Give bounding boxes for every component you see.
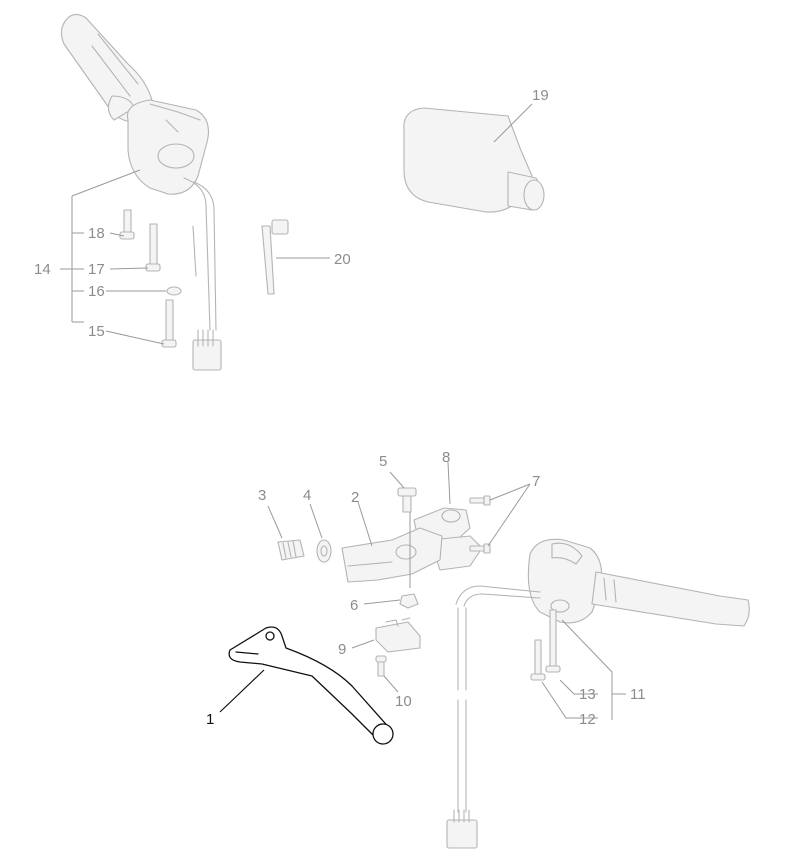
screws-7: [469, 495, 491, 554]
callout-9: 9: [338, 641, 346, 658]
washer-16: [166, 286, 182, 296]
brake-lever-1: [219, 626, 394, 745]
callout-18: 18: [88, 225, 105, 242]
callout-11: 11: [630, 686, 646, 703]
callout-20: 20: [334, 251, 351, 268]
callout-2: 2: [351, 489, 359, 506]
pin-5: [397, 487, 417, 513]
screw-15: [161, 299, 177, 348]
screw-17: [145, 223, 161, 272]
callout-3: 3: [258, 487, 266, 504]
callout-15: 15: [88, 323, 105, 340]
callout-labels: 1 2 3 4 5 6 7 8 9 10 11 12 13 14 15 16 1…: [34, 87, 646, 728]
lever-holder-2: [341, 527, 443, 583]
group-11-bracket: [541, 619, 626, 720]
callout-5: 5: [379, 453, 387, 470]
callout-4: 4: [303, 487, 311, 504]
washer-4: [316, 539, 332, 563]
callout-7: 7: [532, 473, 540, 490]
callout-14: 14: [34, 261, 51, 278]
callout-13: 13: [579, 686, 596, 703]
screw-3: [277, 539, 305, 561]
nut-6: [399, 593, 419, 609]
screw-13: [545, 609, 561, 673]
callout-10: 10: [395, 693, 412, 710]
cable-tie-20: [261, 219, 330, 295]
group-14-bracket: [60, 169, 166, 345]
grip-19: [403, 103, 545, 213]
screw-12: [530, 639, 546, 681]
center-leaders: [267, 461, 531, 693]
callout-19: 19: [532, 87, 549, 104]
callout-16: 16: [88, 283, 105, 300]
switch-9: [375, 617, 421, 653]
right-switch-assembly: [446, 538, 750, 849]
callout-12: 12: [579, 711, 596, 728]
screw-10: [375, 655, 387, 677]
callout-17: 17: [88, 261, 105, 278]
callout-8: 8: [442, 449, 450, 466]
screw-18: [119, 209, 135, 240]
callout-6: 6: [350, 597, 358, 614]
left-switch-assembly: [60, 13, 222, 371]
callout-1: 1: [206, 711, 214, 728]
